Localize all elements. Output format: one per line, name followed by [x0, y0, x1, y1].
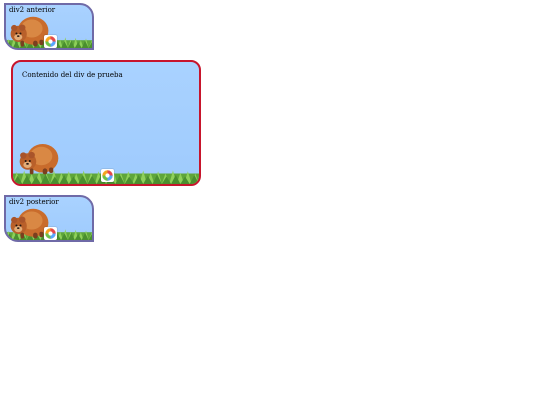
div2-anterior-label: div2 anterior — [9, 6, 56, 14]
round-color-badge-icon — [44, 227, 57, 240]
div2-anterior-panel: div2 anterior — [4, 3, 94, 50]
main-test-panel: Contenido del div de prueba — [11, 60, 201, 186]
round-color-badge-icon — [101, 169, 114, 182]
div2-posterior-label: div2 posterior — [9, 198, 59, 206]
main-panel-content-text: Contenido del div de prueba — [22, 71, 123, 79]
div2-posterior-panel: div2 posterior — [4, 195, 94, 242]
bear-icon — [7, 8, 52, 48]
bear-icon — [7, 200, 52, 240]
bear-icon — [16, 134, 62, 178]
round-color-badge-icon — [44, 35, 57, 48]
